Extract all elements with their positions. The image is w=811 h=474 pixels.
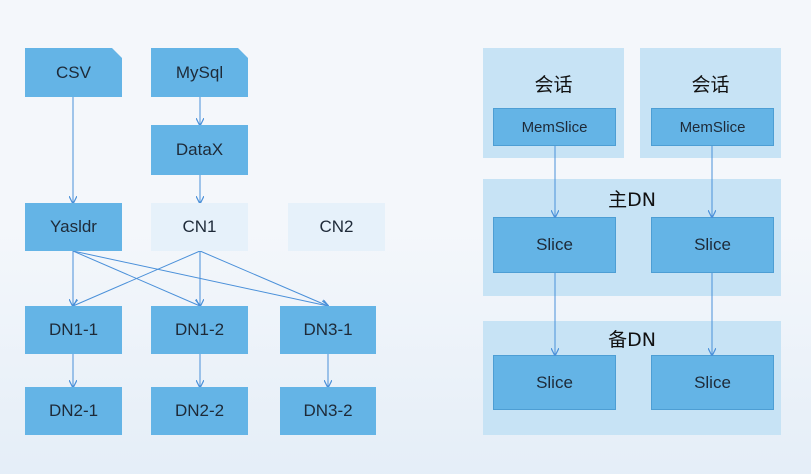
standby-slice-right: Slice <box>651 355 774 410</box>
dn1-1-node: DN1-1 <box>25 306 122 354</box>
cn2-node: CN2 <box>288 203 385 251</box>
cn1-node: CN1 <box>151 203 248 251</box>
standby-dn-title: 备DN <box>608 329 656 351</box>
csv-node: CSV <box>25 48 122 97</box>
primary-dn-title: 主DN <box>608 189 656 211</box>
dn3-1-node: DN3-1 <box>280 306 376 354</box>
session-title: 会话 <box>691 74 730 96</box>
memslice-right: MemSlice <box>651 108 774 146</box>
standby-slice-left: Slice <box>493 355 616 410</box>
session-title: 会话 <box>534 74 573 96</box>
primary-slice-left: Slice <box>493 217 616 273</box>
dn3-2-node: DN3-2 <box>280 387 376 435</box>
primary-slice-right: Slice <box>651 217 774 273</box>
yasldr-node: Yasldr <box>25 203 122 251</box>
dn2-2-node: DN2-2 <box>151 387 248 435</box>
dn1-2-node: DN1-2 <box>151 306 248 354</box>
dn2-1-node: DN2-1 <box>25 387 122 435</box>
mysql-node: MySql <box>151 48 248 97</box>
datax-node: DataX <box>151 125 248 175</box>
memslice-left: MemSlice <box>493 108 616 146</box>
